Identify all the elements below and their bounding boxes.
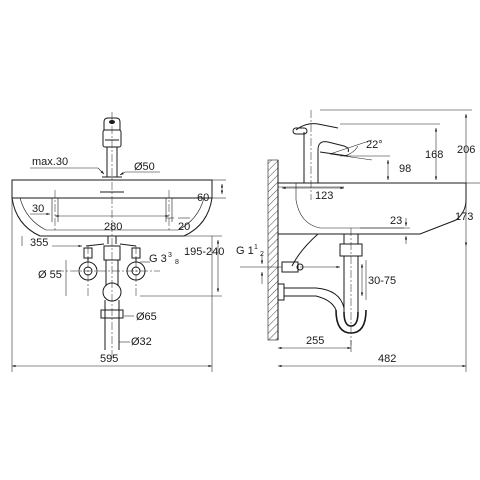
dim-w595: 595 [100, 353, 118, 365]
dim-g38-den: 8 [175, 259, 179, 266]
dim-angle22: 22° [366, 139, 383, 151]
valve-side [281, 233, 341, 273]
dim-h23: 23 [390, 215, 402, 227]
dim-w280: 280 [104, 221, 122, 233]
drain-trap-front [100, 245, 124, 350]
dim-d55: Ø 55 [38, 269, 62, 281]
side-dimensions: 22° 206 168 98 123 173 23 [236, 109, 480, 372]
wall [267, 159, 279, 341]
dim-w482: 482 [378, 353, 396, 365]
dim-max30: max.30 [32, 156, 68, 168]
dim-d65: Ø65 [136, 311, 157, 323]
dim-h98: 98 [399, 163, 411, 175]
dim-h206: 206 [457, 144, 475, 156]
dim-g12-num: 1 [254, 244, 258, 251]
dim-d32: Ø32 [131, 336, 152, 348]
basin-side [278, 182, 467, 235]
faucet-side [292, 123, 349, 184]
dim-g38: G 3 [149, 253, 167, 265]
dim-g12: G 1 [236, 245, 254, 257]
dim-g12-den: 2 [260, 251, 264, 258]
dim-h60: 60 [197, 192, 209, 204]
dim-w20: 20 [178, 221, 190, 233]
dim-g38-num: 3 [168, 252, 172, 259]
dim-w255: 255 [306, 335, 324, 347]
dim-range3075: 30-75 [368, 275, 396, 287]
dim-h355: 355 [30, 237, 48, 249]
trap-side [277, 228, 367, 345]
front-view: max.30 Ø50 60 30 280 20 355 [11, 112, 226, 372]
dim-w30: 30 [32, 203, 44, 215]
dim-range195: 195-240 [184, 246, 224, 258]
dim-d50: Ø50 [134, 161, 155, 173]
dim-h168: 168 [425, 149, 443, 161]
dim-w123: 123 [315, 190, 333, 202]
side-view: 22° 206 168 98 123 173 23 [236, 109, 480, 372]
front-dimensions: max.30 Ø50 60 30 280 20 355 [11, 156, 226, 372]
dim-h173: 173 [455, 211, 473, 223]
